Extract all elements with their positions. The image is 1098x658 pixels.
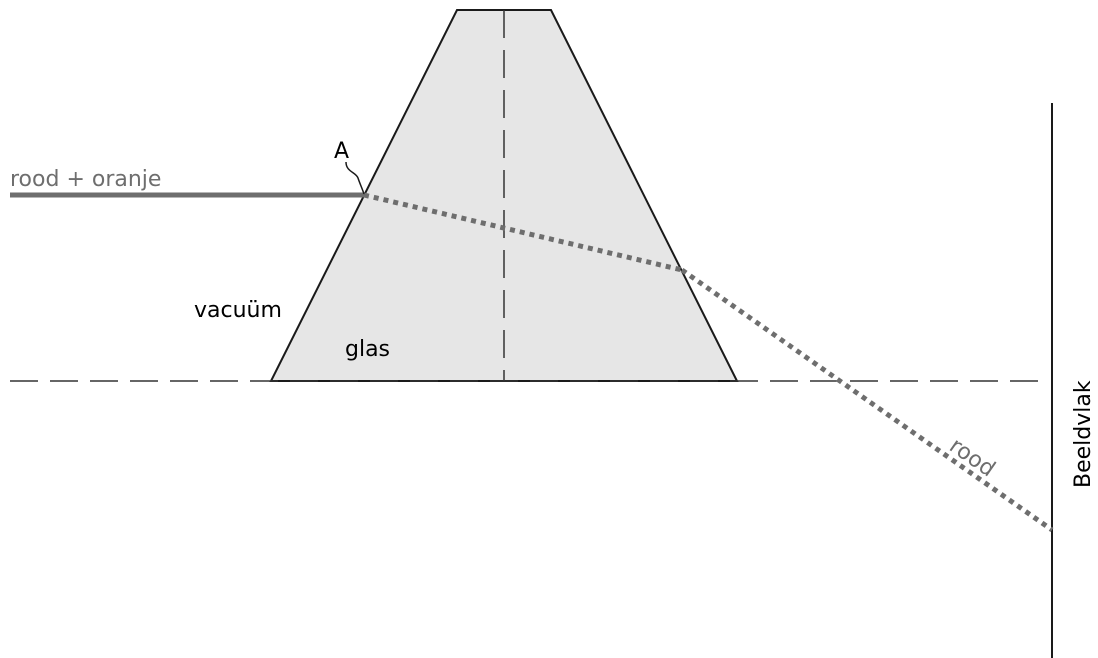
outgoing-ray-label: rood bbox=[945, 433, 1000, 482]
vacuum-label: vacuüm bbox=[194, 298, 282, 323]
image-plane-label: Beeldvlak bbox=[1071, 380, 1096, 488]
point-a-leader bbox=[345, 161, 365, 195]
refracted-ray-inside bbox=[363, 192, 683, 273]
glass-label: glas bbox=[345, 337, 390, 362]
incoming-ray-label: rood + oranje bbox=[10, 167, 161, 192]
point-a-label: A bbox=[334, 139, 349, 164]
outgoing-ray-red bbox=[680, 267, 1054, 533]
